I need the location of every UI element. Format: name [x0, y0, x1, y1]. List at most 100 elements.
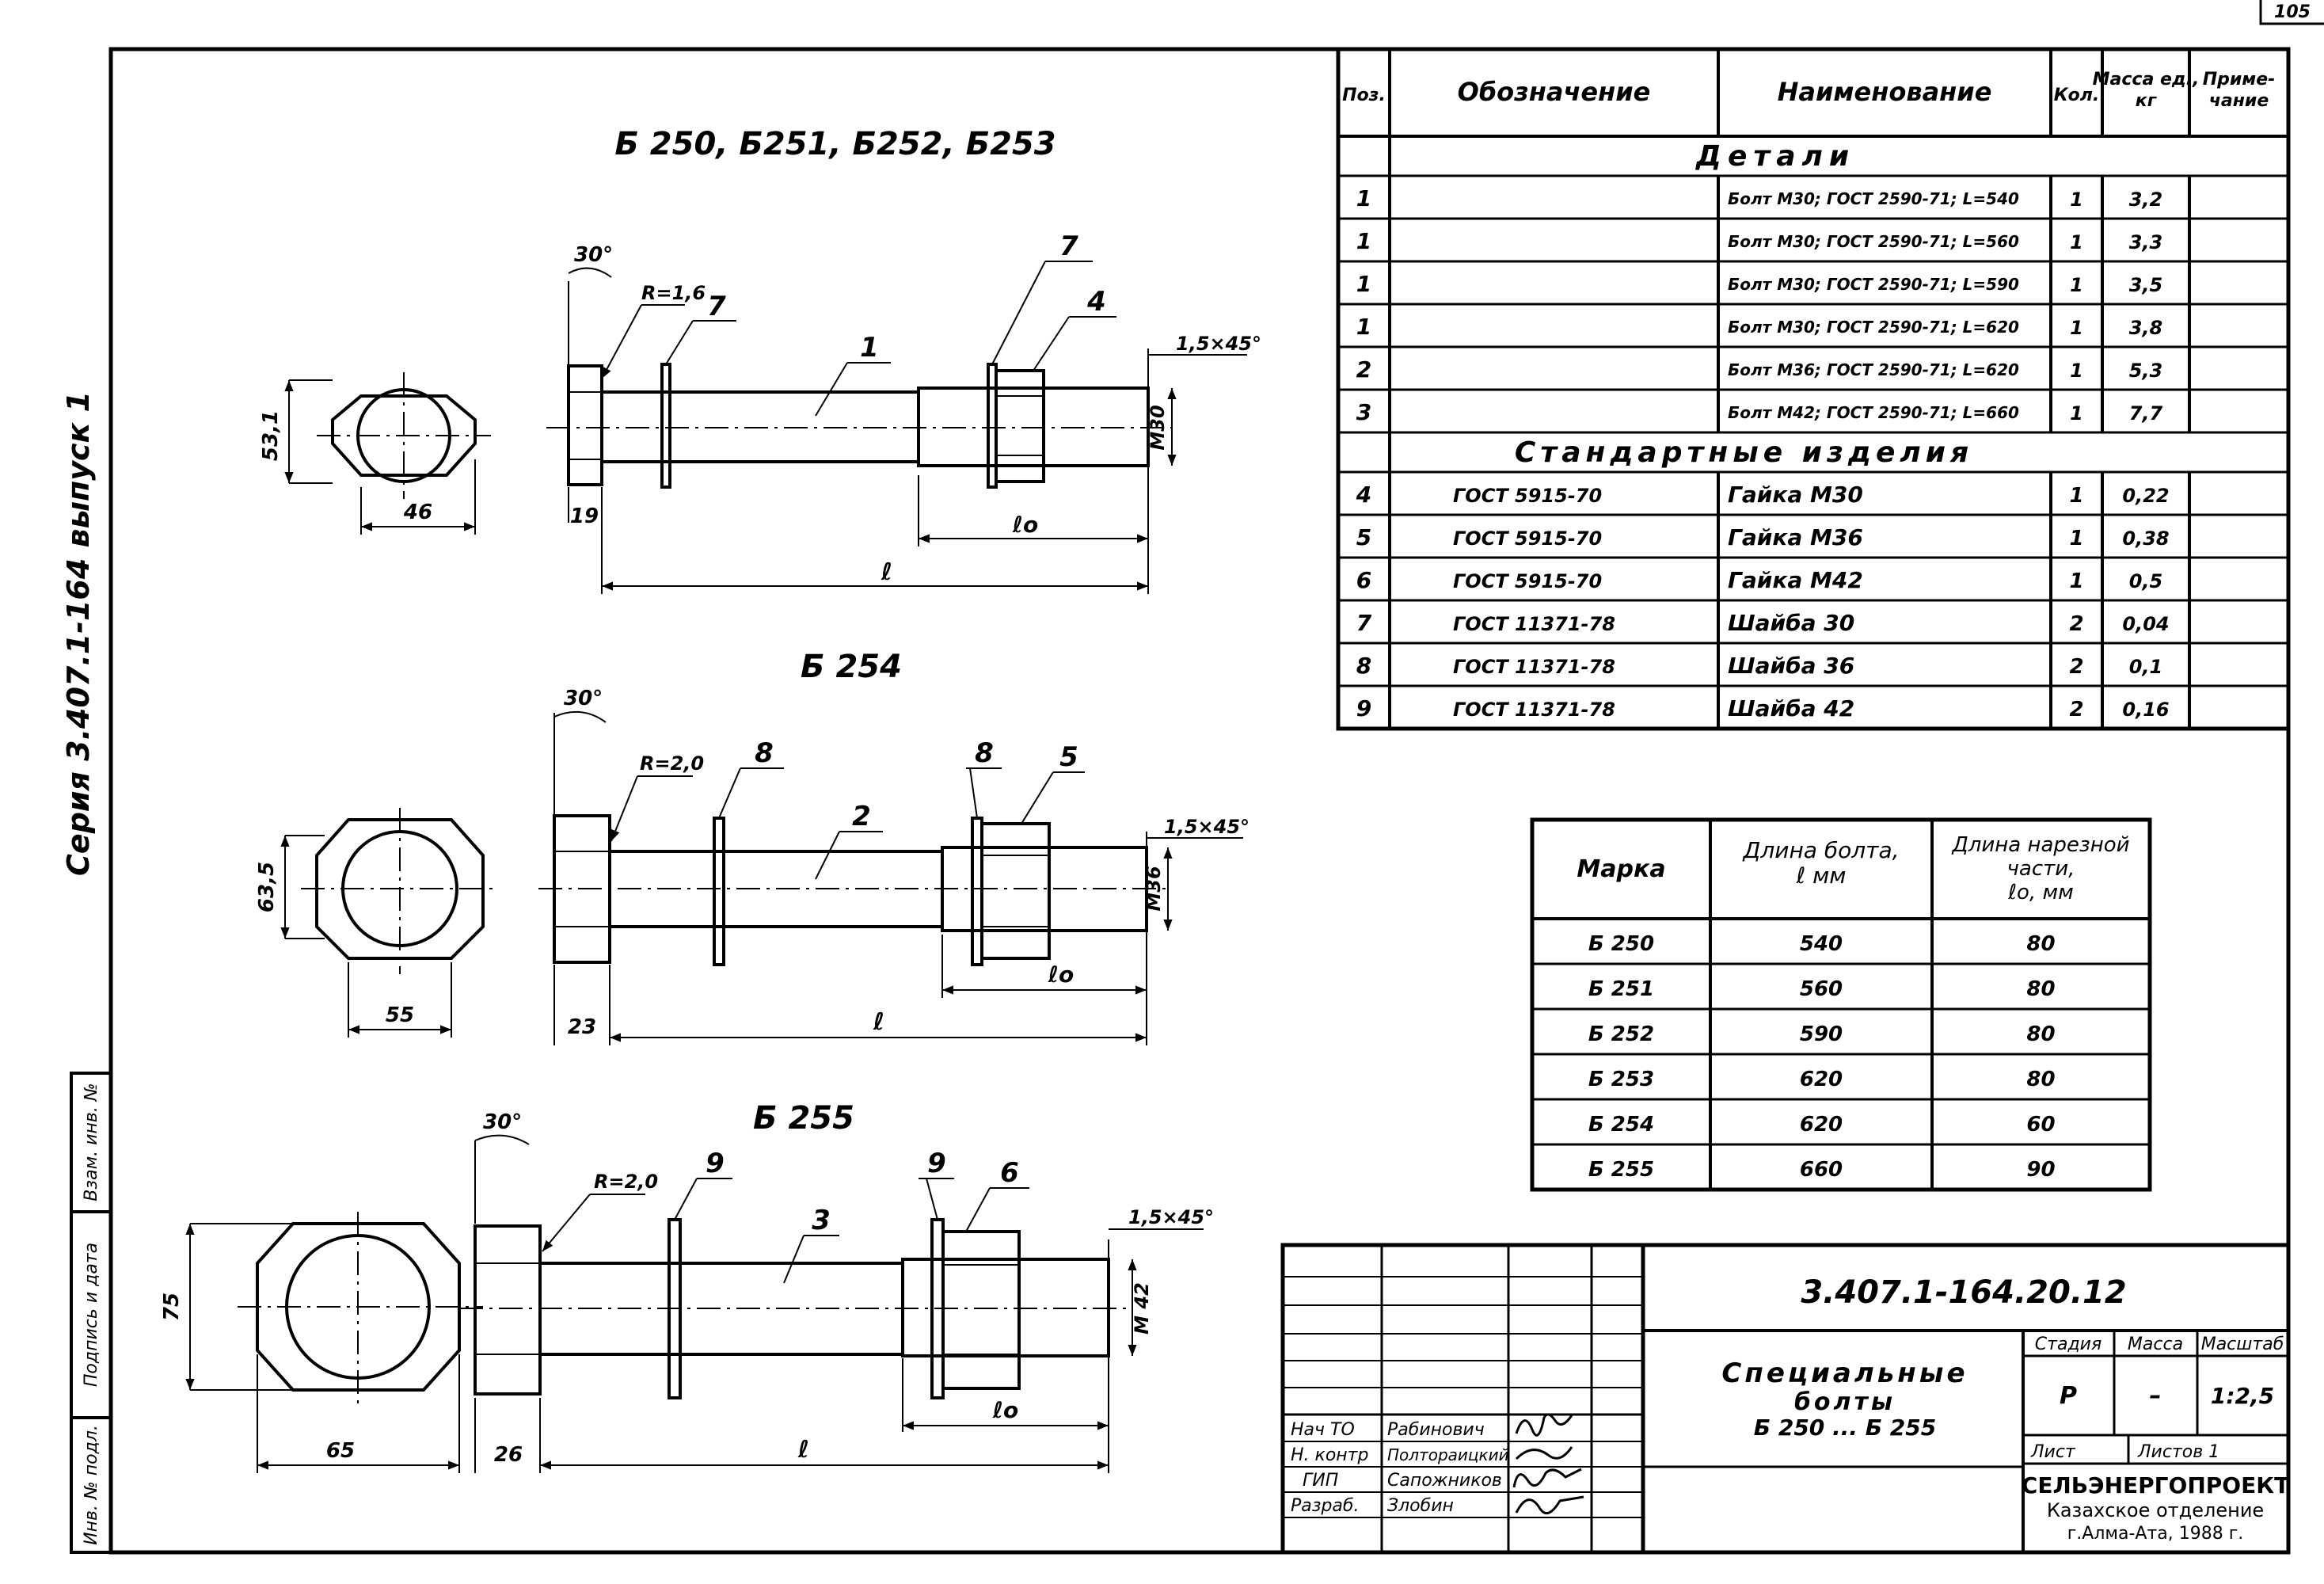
hex-height-dim: 75: [160, 1293, 184, 1321]
thread-size: M30: [1147, 405, 1169, 450]
spec-row-designation: ГОСТ 5915-70: [1453, 570, 1602, 592]
scale-header: Масштаб: [2201, 1335, 2284, 1354]
drawing-name-1: Специальные: [1721, 1357, 1968, 1389]
spec-row-name: Гайка М30: [1728, 482, 1863, 508]
spec-row-name: Болт М30; ГОСТ 2590-71; L=620: [1728, 318, 2019, 337]
spec-row-qty: 1: [2069, 484, 2083, 508]
lengths-header-1: Длина болта,: [1742, 837, 1900, 863]
scale-value: 1:2,5: [2211, 1383, 2274, 1409]
spec-section-standard: Стандартные изделия: [1515, 436, 1973, 469]
side-col-1: Инв. № подл.: [82, 1425, 101, 1545]
chamfer: 1,5×45°: [1164, 816, 1249, 838]
bolt-length-dim: ℓ: [873, 1008, 884, 1036]
document-code: 3.407.1-164.20.12: [1801, 1274, 2126, 1311]
signature-4: [1515, 1495, 1584, 1515]
spec-table: Поз. Обозначение Наименование Кол.Масса ед.…: [1336, 47, 2291, 731]
signature-3: [1512, 1468, 1582, 1488]
series-label: Серия 3.407.1-164 выпуск 1: [61, 391, 96, 876]
bolt-length-dim: ℓ: [797, 1436, 809, 1464]
lengths-row-mark: Б 254: [1588, 1113, 1654, 1137]
role-3: ГИП: [1303, 1471, 1338, 1491]
lengths-row-length: 620: [1800, 1113, 1843, 1137]
spec-row-pos: 1: [1356, 185, 1371, 211]
hex-height-dim: 53,1: [259, 410, 283, 461]
lengths-header-0: Марка: [1577, 855, 1665, 883]
spec-header-1: Обозначение: [1458, 77, 1651, 107]
head-height-dim: 23: [568, 1015, 596, 1039]
lengths-row-mark: Б 250: [1588, 932, 1654, 956]
mass-value: –: [2150, 1382, 2162, 1410]
pos-washer-2: 8: [975, 737, 994, 769]
mass-header: Масса: [2128, 1335, 2183, 1354]
lengths-row-length: 590: [1800, 1022, 1843, 1046]
view-title-2: Б 254: [801, 649, 902, 685]
spec-header-3: Кол.: [2054, 86, 2100, 105]
pos-body: 1: [860, 332, 879, 364]
fillet-radius: R=2,0: [594, 1171, 658, 1193]
spec-row-qty: 1: [2070, 231, 2083, 253]
spec-row-qty: 1: [2069, 569, 2083, 593]
pos-washer: 8: [755, 737, 774, 769]
lengths-header-2: Длина нарезной: [1951, 833, 2129, 857]
spec-row-mass: 3,2: [2129, 188, 2163, 211]
nut: [995, 369, 1045, 483]
spec-header-0: Поз.: [1342, 86, 1386, 105]
spec-row-pos: 3: [1356, 399, 1371, 425]
pos-nut: 4: [1086, 286, 1106, 318]
spec-row-name: Шайба 42: [1728, 695, 1854, 722]
hex-width-dim: 55: [386, 1003, 414, 1027]
spec-row-mass: 0,1: [2129, 656, 2163, 678]
nut: [941, 1230, 1021, 1390]
spec-row-mass: 0,22: [2122, 485, 2169, 507]
spec-row-qty: 2: [2069, 655, 2083, 679]
spec-row-mass: 5,3: [2129, 360, 2163, 382]
organization: СЕЛЬЭНЕРГОПРОЕКТ: [2022, 1472, 2289, 1498]
head-angle: 30°: [564, 687, 603, 710]
spec-row-name: Шайба 36: [1728, 653, 1854, 679]
bolt-head: [474, 1224, 542, 1396]
spec-row-name: Болт М42; ГОСТ 2590-71; L=660: [1728, 403, 2019, 422]
lengths-row-length: 660: [1800, 1158, 1843, 1182]
sheet-header: Лист: [2030, 1442, 2076, 1462]
lengths-row-thread: 60: [2026, 1113, 2055, 1137]
lengths-row-thread: 90: [2026, 1158, 2055, 1182]
bolt-view-1: 53,1 46 M30 1,5×45° 30° R=1,6 19 ℓo: [259, 230, 1261, 594]
lengths-row-mark: Б 255: [1588, 1158, 1654, 1182]
spec-row-pos: 1: [1356, 314, 1371, 340]
spec-header-2: Наименование: [1778, 77, 1992, 107]
spec-row-pos: 4: [1356, 482, 1371, 508]
thread-length-dim: ℓo: [992, 1397, 1018, 1423]
head-angle: 30°: [483, 1110, 522, 1134]
lengths-row-mark: Б 251: [1588, 977, 1654, 1001]
spec-row-name: Болт М30; ГОСТ 2590-71; L=590: [1728, 275, 2019, 294]
pos-washer-2: 7: [1059, 230, 1078, 262]
spec-row-qty: 1: [2069, 527, 2083, 550]
signature-2: [1515, 1446, 1573, 1460]
head-height-dim: 26: [494, 1443, 523, 1467]
bolt-head: [567, 364, 603, 486]
spec-row-pos: 1: [1356, 228, 1371, 254]
name-4: Злобин: [1387, 1496, 1454, 1516]
view-title-3: Б 255: [753, 1100, 854, 1137]
washer: [713, 817, 725, 966]
spec-row-mass: 3,5: [2129, 274, 2163, 296]
role-4: Разраб.: [1291, 1496, 1359, 1516]
spec-section-details: Детали: [1695, 140, 1855, 173]
pos-body: 2: [852, 801, 871, 832]
spec-row-mass: 0,38: [2122, 527, 2169, 550]
head-height-dim: 19: [570, 505, 599, 528]
spec-row-designation: ГОСТ 5915-70: [1453, 527, 1602, 550]
spec-header-5-b: чание: [2209, 91, 2269, 111]
lengths-row-thread: 80: [2026, 1068, 2055, 1091]
fillet-radius: R=1,6: [641, 282, 706, 304]
spec-header-4: Масса ед.,: [2093, 70, 2200, 89]
lengths-row-thread: 80: [2026, 977, 2055, 1001]
role-1: Нач ТО: [1291, 1420, 1355, 1440]
thread-size: M36: [1143, 866, 1165, 911]
spec-row-name: Шайба 30: [1728, 610, 1854, 636]
name-2: Полтораицкий: [1387, 1445, 1509, 1464]
spec-row-designation: ГОСТ 11371-78: [1453, 656, 1615, 678]
spec-row-mass: 7,7: [2129, 402, 2163, 425]
drawing-name-2: болты: [1794, 1388, 1896, 1416]
